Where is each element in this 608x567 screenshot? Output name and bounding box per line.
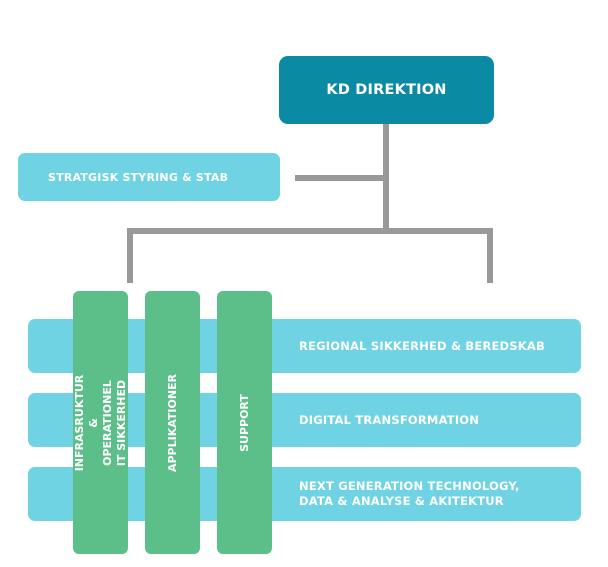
column-label: APPLIKATIONER [165,373,179,472]
kd-direktion-label: KD DIREKTION [326,82,447,98]
column-support: SUPPORT [217,291,272,554]
row-label: REGIONAL SIKKERHED & BEREDSKAB [299,338,545,353]
column-label: SUPPORT [237,393,251,452]
column-infrastruktur: INFRASRUKTUR & OPERATIONEL IT SIKKERHED [73,291,128,554]
stab-label: STRATGISK STYRING & STAB [48,170,229,184]
kd-direktion-box: KD DIREKTION [279,56,494,124]
row-label: NEXT GENERATION TECHNOLOGY, DATA & ANALY… [299,479,520,508]
stab-box: STRATGISK STYRING & STAB [18,153,280,201]
column-label: INFRASRUKTUR & OPERATIONEL IT SIKKERHED [72,374,128,471]
row-label: DIGITAL TRANSFORMATION [299,412,480,427]
column-applikationer: APPLIKATIONER [145,291,200,554]
